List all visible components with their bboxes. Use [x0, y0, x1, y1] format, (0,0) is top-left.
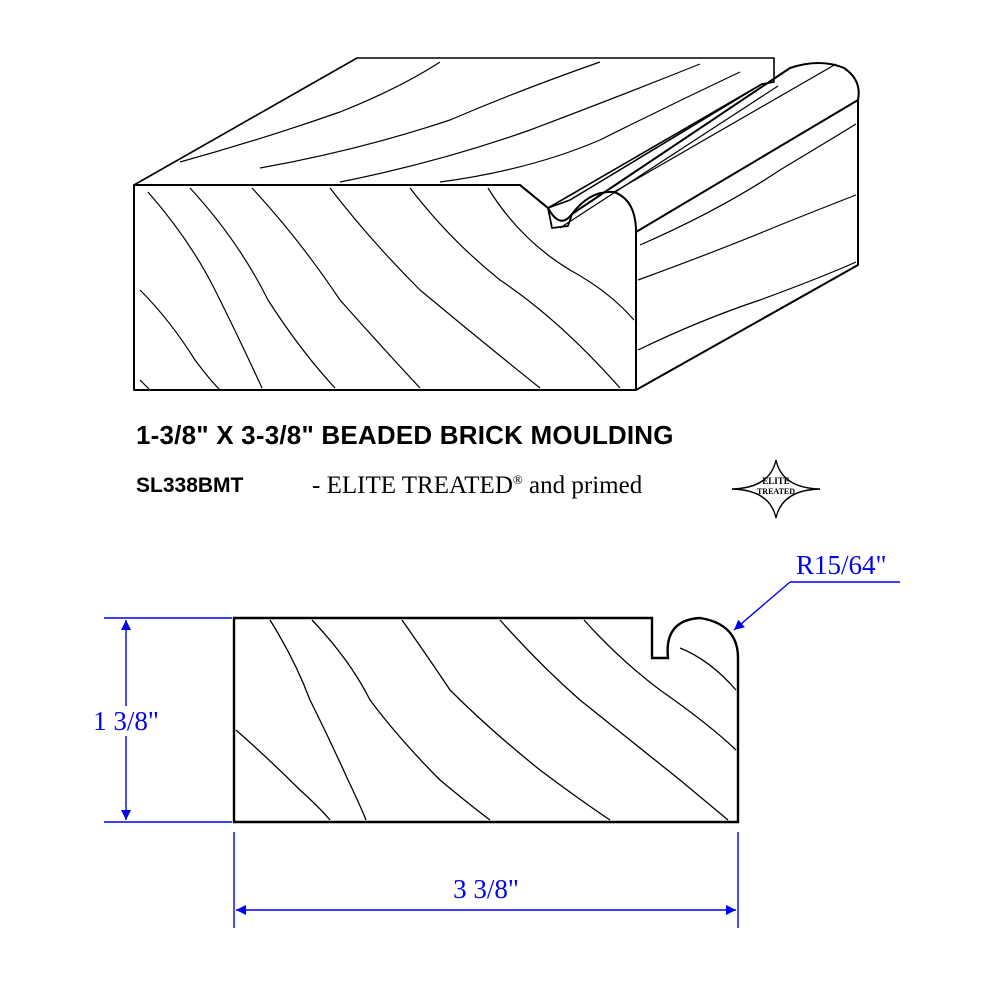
elite-treated-logo: ELITE TREATED [731, 459, 821, 519]
description-suffix: and primed [522, 472, 643, 499]
bead-top [571, 62, 860, 215]
radius-dimension-label: R15/64" [796, 550, 887, 580]
product-description: - ELITE TREATED® and primed [312, 472, 642, 500]
product-code: SL338BMT [136, 474, 244, 497]
height-dimension-label: 1 3/8" [93, 706, 159, 736]
profile-outline [232, 616, 740, 824]
product-title: 1-3/8" X 3-3/8" BEADED BRICK MOULDING [136, 420, 674, 450]
front-face [133, 184, 637, 391]
side-face [635, 99, 859, 391]
logo-text-top: ELITE [762, 476, 790, 486]
logo-text-bottom: TREATED [757, 487, 795, 496]
width-dimension-label: 3 3/8" [453, 874, 519, 904]
profile-view [232, 616, 740, 824]
description-prefix: - ELITE TREATED [312, 472, 513, 499]
dimension-lines [104, 581, 900, 928]
registered-mark: ® [512, 472, 523, 487]
isometric-view [133, 57, 860, 391]
diamond-logo-icon [731, 459, 821, 519]
